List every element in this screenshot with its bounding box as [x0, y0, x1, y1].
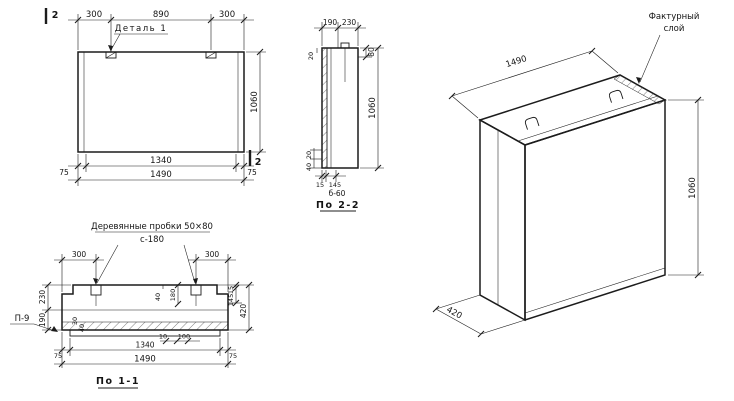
dim-1060: 1060	[250, 91, 260, 113]
iso-dim-length: 1490	[448, 47, 619, 119]
section-2-2: 190 230 80 20 20 40 1060	[305, 18, 384, 212]
dim-300-right: 300	[219, 10, 235, 20]
dim-1340: 1340	[150, 156, 172, 166]
dim-1060-sec: 1060	[368, 97, 378, 119]
front-section-marks: 2 2	[44, 8, 262, 168]
facing-layer-band	[62, 322, 228, 330]
lifting-loop-section	[340, 42, 350, 49]
facing-label-line2: слой	[664, 24, 685, 34]
dim-40-bottom: 40	[78, 324, 86, 332]
dim-890: 890	[153, 10, 169, 20]
sec22-body	[321, 42, 359, 169]
sec11-body	[61, 284, 229, 337]
front-dim-bottom: 75 1340 75 1490	[59, 154, 257, 186]
dim-80: 80	[367, 47, 376, 57]
mark-arrow	[51, 326, 58, 332]
front-dim-top: 300 890 300	[68, 10, 254, 50]
plugs-note-line2: с-180	[140, 235, 164, 245]
dim-40-mid: 40	[154, 293, 162, 301]
dim-420: 420	[239, 304, 248, 319]
sec11-dims-right: 15 145 420	[217, 281, 254, 334]
bottom-rail	[69, 329, 221, 337]
sec11-dims-inner: 180 40 30 40 10 100	[71, 281, 200, 345]
dim-20-top: 20	[307, 52, 315, 60]
front-detail-callout: Деталь 1	[108, 24, 168, 52]
dim-300-right: 300	[205, 250, 220, 259]
dim-15: 15	[227, 286, 235, 294]
dim-1340: 1340	[135, 341, 154, 350]
front-view: Деталь 1 300 890 300 1060	[44, 8, 266, 186]
front-dim-right: 1060	[246, 48, 266, 156]
block-front-face	[524, 98, 666, 322]
dim-300-left: 300	[86, 10, 102, 20]
dim-15: 15	[316, 181, 324, 189]
iso-facing-callout: Фактурный слой	[636, 12, 699, 84]
front-panel-outline	[77, 51, 245, 153]
detail-label: Деталь 1	[115, 24, 168, 34]
dim-145: 145	[329, 181, 341, 189]
isometric-view: Фактурный слой 1490 1060	[432, 12, 704, 338]
leader-arrow-left	[93, 278, 98, 285]
section-mark-2-top: 2	[52, 10, 59, 21]
dim-30: 30	[71, 317, 79, 325]
dim-1490: 1490	[134, 355, 156, 365]
sec11-mark: П-9	[10, 314, 58, 332]
dim-190: 190	[38, 313, 47, 328]
dim-40: 40	[305, 163, 313, 171]
sec11-dims-top: 300 300	[54, 250, 236, 292]
facing-layer-hatch	[322, 48, 327, 168]
dim-75-right: 75	[247, 168, 257, 177]
sec11-title: По 1-1	[96, 376, 140, 387]
dim-300-left: 300	[72, 250, 87, 259]
sec11-note: Деревянные пробки 50×80 с-180	[91, 222, 213, 285]
plugs-note-line1: Деревянные пробки 50×80	[91, 222, 213, 232]
dim-100: 100	[178, 333, 190, 341]
dim-75-left: 75	[54, 352, 62, 360]
facing-label-line1: Фактурный	[649, 12, 700, 22]
section-1-1: Деревянные пробки 50×80 с-180	[10, 222, 254, 389]
dim-10: 10	[159, 333, 167, 341]
wooden-plug-right	[190, 284, 202, 296]
dim-190: 190	[323, 18, 338, 27]
iso-dim-height: 1060	[668, 96, 704, 279]
leader-arrow	[108, 45, 113, 52]
lifting-slot-right	[205, 51, 217, 59]
dim-230: 230	[38, 290, 47, 305]
block-end-face	[479, 118, 526, 322]
dim-1490-iso: 1490	[505, 54, 529, 70]
dim-1060-iso: 1060	[688, 177, 698, 199]
sec11-dims-bottom: 75 1340 75 1490	[54, 332, 237, 368]
dim-145: 145	[227, 294, 235, 306]
dim-75-right: 75	[229, 352, 237, 360]
iso-dim-depth: 420	[432, 294, 526, 338]
section-mark-2-side: 2	[255, 157, 262, 168]
leader-arrow-right	[193, 278, 198, 285]
wooden-plug-left	[90, 284, 102, 296]
facing-leader-arrow	[636, 77, 641, 84]
dim-180: 180	[169, 289, 177, 301]
dim-20-bottom: 20	[305, 151, 313, 159]
dim-75-left: 75	[59, 168, 69, 177]
lifting-loop-right	[608, 89, 624, 103]
sec22-dims: 190 230 80 20 20 40 1060	[305, 18, 384, 189]
dim-230: 230	[342, 18, 357, 27]
iso-block	[478, 74, 667, 322]
sec22-title: По 2-2	[316, 200, 360, 211]
sec22-note: б-60	[329, 189, 346, 198]
lifting-loop-left	[524, 116, 540, 130]
dim-1490: 1490	[150, 170, 172, 180]
panel-mark: П-9	[15, 314, 30, 324]
facing-layer-strip	[613, 74, 666, 105]
